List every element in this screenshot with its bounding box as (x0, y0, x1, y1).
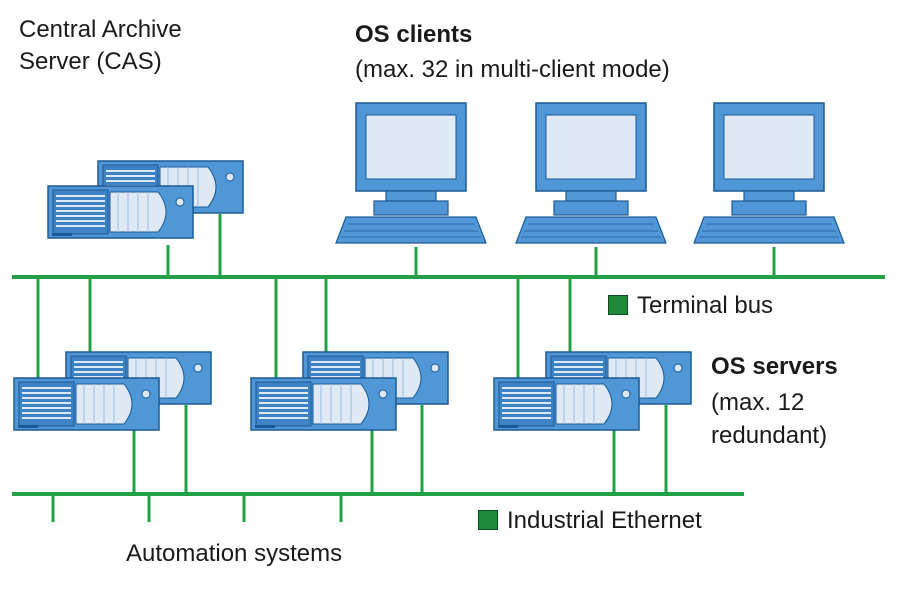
industrial-ethernet-legend-icon (478, 510, 498, 530)
os-server-2a (250, 377, 397, 431)
industrial-ethernet-legend: Industrial Ethernet (478, 505, 702, 536)
os-clients-title: OS clients (355, 21, 473, 48)
os-server-3a (493, 377, 640, 431)
cas-label-line1: Central Archive (19, 16, 182, 43)
automation-systems-label: Automation systems (126, 540, 343, 567)
terminal-bus-legend: Terminal bus (608, 290, 773, 321)
terminal-bus-label: Terminal bus (637, 292, 774, 319)
industrial-ethernet-label: Industrial Ethernet (507, 507, 702, 534)
os-client-3 (693, 102, 845, 244)
cas-label-line2: Server (CAS) (19, 48, 162, 75)
os-servers-title: OS servers (711, 353, 838, 380)
os-client-1 (335, 102, 487, 244)
os-servers-note-line2: redundant) (711, 422, 828, 449)
os-client-2 (515, 102, 667, 244)
cas-server-front (47, 185, 194, 239)
terminal-bus-legend-icon (608, 295, 628, 315)
os-server-1a (13, 377, 160, 431)
os-servers-note-line1: (max. 12 (711, 389, 805, 416)
os-clients-note: (max. 32 in multi-client mode) (355, 56, 670, 83)
